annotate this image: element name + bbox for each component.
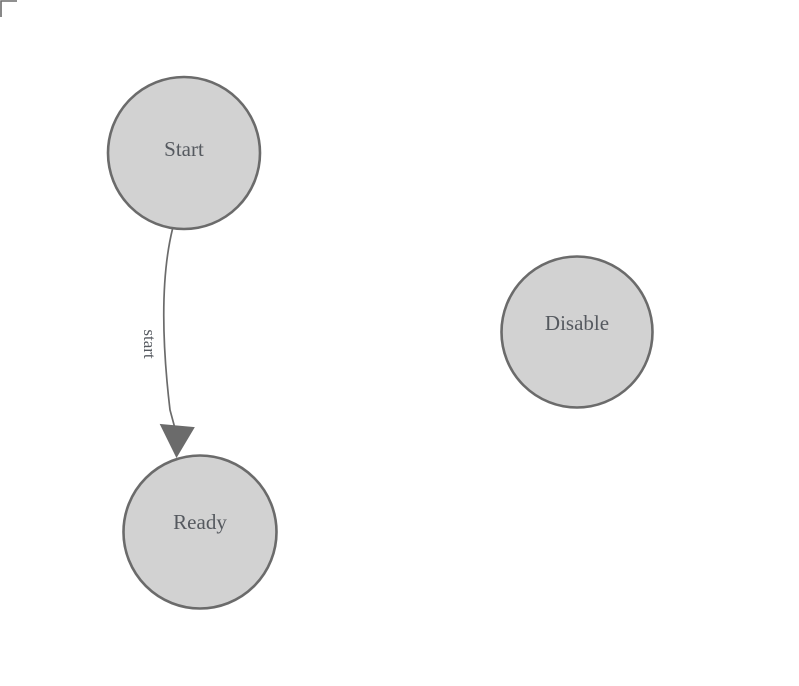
edge-line (162, 228, 178, 435)
node-start[interactable]: Start (106, 75, 262, 231)
node-ready-label: Ready (173, 510, 227, 534)
edge-start-to-ready[interactable]: start (140, 228, 195, 459)
arrowhead-icon (159, 423, 195, 459)
edge-label-start: start (140, 329, 159, 359)
node-ready[interactable]: Ready (122, 454, 278, 610)
selection-corner-mark-icon (0, 0, 17, 17)
node-start-circle[interactable] (106, 75, 262, 231)
node-disable[interactable]: Disable (500, 255, 654, 409)
node-ready-circle[interactable] (122, 454, 278, 610)
node-start-label: Start (164, 137, 204, 161)
node-disable-circle[interactable] (500, 255, 654, 409)
node-disable-label: Disable (545, 311, 609, 335)
